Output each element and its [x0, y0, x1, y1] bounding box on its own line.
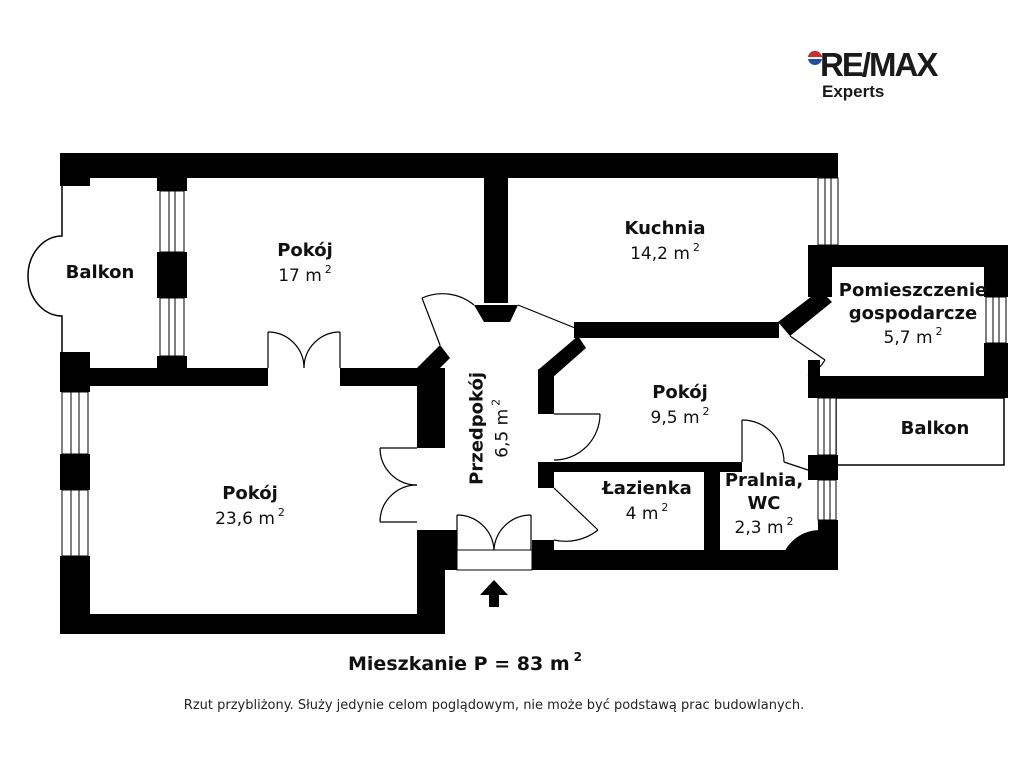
room-name: Pokój	[652, 382, 708, 403]
room-balkon-left: Balkon	[60, 262, 140, 285]
disclaimer: Rzut przybliżony. Służy jedynie celom po…	[183, 698, 805, 713]
room-name: Pokój	[222, 483, 278, 504]
room-name-1: Pomieszczenie	[838, 280, 988, 301]
room-name: Balkon	[900, 418, 970, 439]
logo-sub: Experts	[822, 82, 885, 101]
room-name: Przedpokój	[466, 371, 488, 485]
doors	[267, 293, 826, 551]
room-name: Pokój	[277, 240, 333, 261]
remax-balloon-icon	[808, 51, 822, 65]
windows	[61, 177, 1007, 571]
room-name-1: Pralnia,	[724, 470, 804, 491]
room-name-2: gospodarcze	[848, 302, 978, 324]
room-name: Łazienka	[602, 478, 692, 499]
room-name-2: WC	[747, 492, 781, 514]
room-balkon-right: Balkon	[880, 418, 990, 441]
room-name: Balkon	[65, 262, 135, 283]
walls	[60, 153, 1008, 634]
room-area: 6,5 m2	[489, 398, 513, 458]
room-name: Kuchnia	[624, 218, 706, 239]
room-przedpokoj: Przedpokój 6,5 m2	[467, 368, 514, 488]
balcony-left-outline	[27, 185, 63, 355]
entrance-arrow-icon	[480, 580, 508, 607]
logo-brand: RE/MAX	[820, 46, 938, 83]
